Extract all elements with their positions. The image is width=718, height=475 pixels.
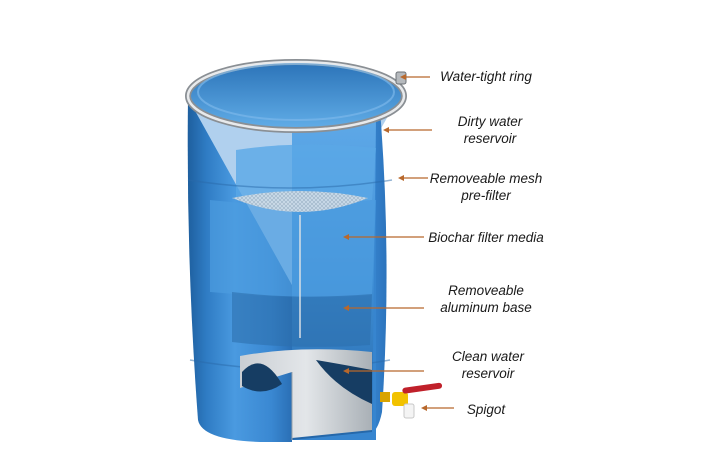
leader-biochar-arrow	[343, 234, 349, 240]
label-biochar-filter-media: Biochar filter media	[428, 230, 544, 245]
label-spigot: Spigot	[466, 402, 506, 417]
spigot	[380, 382, 443, 419]
leader-clean-reservoir-arrow	[343, 368, 349, 374]
mesh-prefilter	[232, 191, 368, 212]
leader-dirty-reservoir-arrow	[383, 127, 389, 133]
leader-lines	[345, 76, 454, 409]
water-tight-ring	[185, 59, 407, 133]
leader-spigot-arrow	[421, 405, 427, 411]
leader-ring-arrow	[400, 74, 406, 80]
leader-mesh-prefilter-arrow	[398, 175, 404, 181]
leader-aluminum-base-arrow	[343, 305, 349, 311]
label-water-tight-ring: Water-tight ring	[440, 69, 532, 84]
